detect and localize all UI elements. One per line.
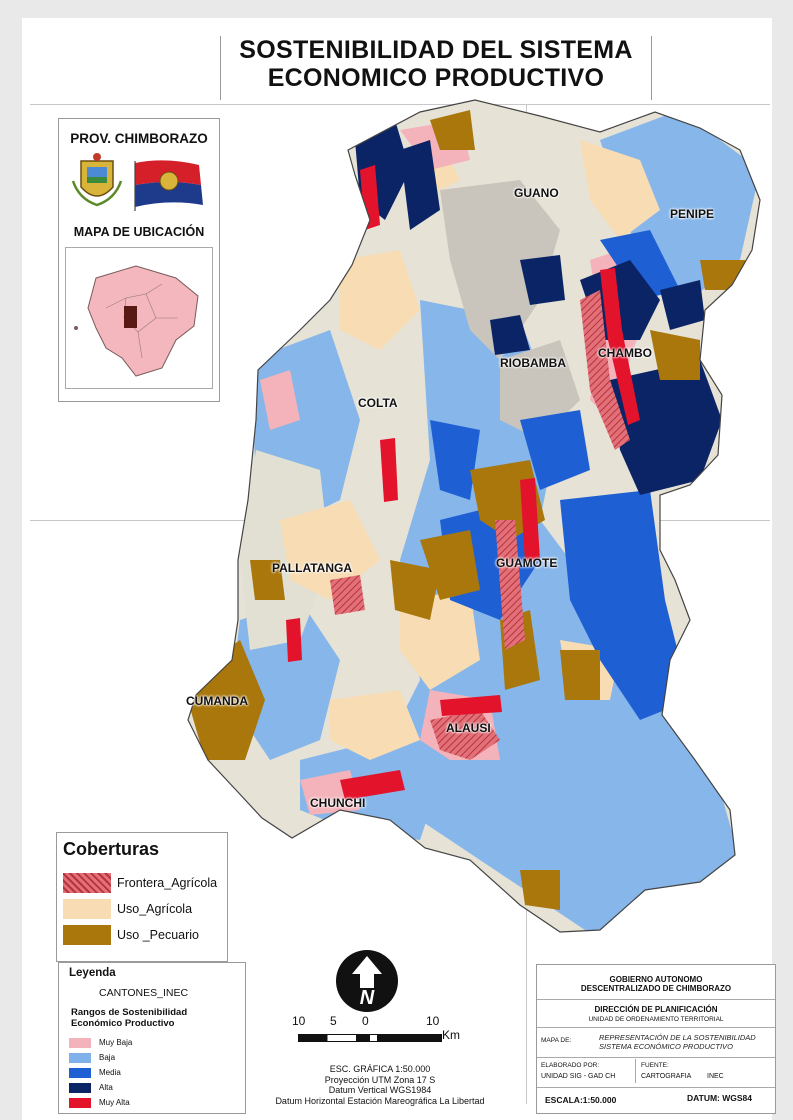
leyenda-item: Media (69, 1067, 121, 1078)
scale-segments (298, 1034, 442, 1042)
media-swatch (69, 1067, 91, 1078)
coberturas-title: Coberturas (63, 839, 160, 859)
leyenda-item: Alta (69, 1082, 113, 1093)
mapa-de-line2: SISTEMA ECONÓMICO PRODUCTIVO (599, 1042, 733, 1051)
scale-bar: 10 5 0 10 Km (290, 1014, 470, 1054)
leyenda-item: Muy Baja (69, 1037, 132, 1048)
scale-tick-label: 0 (362, 1014, 369, 1028)
location-map-title: MAPA DE UBICACIÓN (73, 225, 205, 239)
scale-tick-label: 10 (292, 1014, 306, 1028)
map-title: SOSTENIBILIDAD DEL SISTEMA ECONOMICO PRO… (220, 36, 652, 100)
fuente-label: FUENTE: (641, 1062, 669, 1069)
leyenda-label: Alta (99, 1083, 113, 1092)
canton-label-riobamba: RIOBAMBA (500, 356, 566, 370)
mapa-de-line1: REPRESENTACIÓN DE LA SOSTENIBILIDAD (599, 1033, 756, 1042)
map-title-line1: SOSTENIBILIDAD DEL SISTEMA (239, 36, 633, 64)
scale-tick-label: 10 (426, 1014, 440, 1028)
leyenda-item: Baja (69, 1052, 115, 1063)
canton-label-chambo: CHAMBO (598, 346, 652, 360)
province-panel: PROV. CHIMBORAZO MAPA DE UBICACIÓN (58, 118, 220, 402)
rangos-title: Rangos de Sostenibilidad Económico Produ… (71, 1007, 187, 1029)
leyenda-label: Media (99, 1068, 121, 1077)
province-title: PROV. CHIMBORAZO (70, 131, 208, 146)
fuente-value-2: INEC (707, 1073, 724, 1080)
fuente-value-1: CARTOGRAFIA (641, 1073, 692, 1080)
scale-unit: Km (442, 1028, 460, 1042)
canton-label-chunchi: CHUNCHI (310, 796, 366, 810)
canton-label-cumanda: CUMANDA (186, 694, 248, 708)
map-projection-info: ESC. GRÁFICA 1:50.000 Proyección UTM Zon… (250, 1064, 510, 1106)
location-map (65, 247, 213, 389)
svg-text:N: N (360, 987, 375, 1009)
coberturas-label: Uso _Pecuario (117, 928, 199, 942)
ecuador-outline-map (74, 265, 199, 377)
coat-of-arms-icon (71, 153, 123, 207)
escala-label: ESCALA:1:50.000 (545, 1095, 617, 1105)
leyenda-panel: Leyenda CANTONES_INEC Rangos de Sostenib… (58, 962, 246, 1114)
cantones-label: CANTONES_INEC (99, 987, 189, 999)
baja-swatch (69, 1052, 91, 1063)
escala-grafica: ESC. GRÁFICA 1:50.000 (329, 1064, 431, 1074)
rangos-title-line2: Económico Productivo (71, 1018, 175, 1029)
frontera-swatch (63, 873, 111, 893)
province-emblems (71, 153, 203, 211)
pecuario-swatch (63, 925, 111, 945)
unidad: UNIDAD DE ORDENAMIENTO TERRITORIAL (588, 1016, 724, 1023)
coberturas-legend: Coberturas Frontera_Agrícola Uso_Agrícol… (56, 832, 228, 962)
datum-vertical: Datum Vertical WGS1984 (328, 1085, 432, 1095)
coberturas-label: Uso_Agrícola (117, 902, 193, 916)
canton-label-guamote: GUAMOTE (496, 556, 558, 570)
canton-label-alausi: ALAUSI (446, 721, 491, 735)
credits-block: GOBIERNO AUTONOMO DESCENTRALIZADO DE CHI… (536, 964, 776, 1114)
agricola-swatch (63, 899, 111, 919)
proyeccion: Proyección UTM Zona 17 S (324, 1074, 436, 1085)
muy-alta-swatch (69, 1097, 91, 1108)
canton-label-penipe: PENIPE (670, 207, 715, 221)
coberturas-label: Frontera_Agrícola (117, 876, 218, 890)
canton-label-pallatanga: PALLATANGA (272, 561, 352, 575)
leyenda-title: Leyenda (69, 967, 116, 979)
org-line2: DESCENTRALIZADO DE CHIMBORAZO (580, 984, 732, 993)
org-line1: GOBIERNO AUTONOMO (609, 975, 703, 984)
grid-line (30, 104, 770, 105)
canton-label-colta: COLTA (358, 396, 398, 410)
leyenda-label: Muy Baja (99, 1038, 133, 1047)
direccion: DIRECCIÓN DE PLANIFICACIÓN (594, 1005, 718, 1014)
coberturas-item: Uso_Agrícola (63, 899, 192, 919)
coberturas-item: Frontera_Agrícola (63, 873, 217, 893)
muy-baja-swatch (69, 1037, 91, 1048)
elaborado-value: UNIDAD SIG - GAD CH (541, 1073, 616, 1080)
rangos-title-line1: Rangos de Sostenibilidad (71, 1007, 188, 1018)
elaborado-label: ELABORADO POR: (541, 1062, 600, 1069)
map-title-line2: ECONOMICO PRODUCTIVO (267, 64, 605, 92)
coberturas-item: Uso _Pecuario (63, 925, 199, 945)
mapa-de-label: MAPA DE: (541, 1037, 572, 1044)
leyenda-label: Muy Alta (99, 1098, 130, 1107)
scale-tick-label: 5 (330, 1014, 337, 1028)
leyenda-item: Muy Alta (69, 1097, 130, 1108)
alta-swatch (69, 1082, 91, 1093)
north-arrow-icon: N (336, 950, 398, 1012)
leyenda-label: Baja (99, 1053, 116, 1062)
canton-label-guano: GUANO (514, 186, 559, 200)
datum-horizontal: Datum Horizontal Estación Mareográfica L… (275, 1095, 485, 1106)
province-flag-icon (134, 160, 203, 211)
datum-label: DATUM: WGS84 (687, 1093, 753, 1103)
